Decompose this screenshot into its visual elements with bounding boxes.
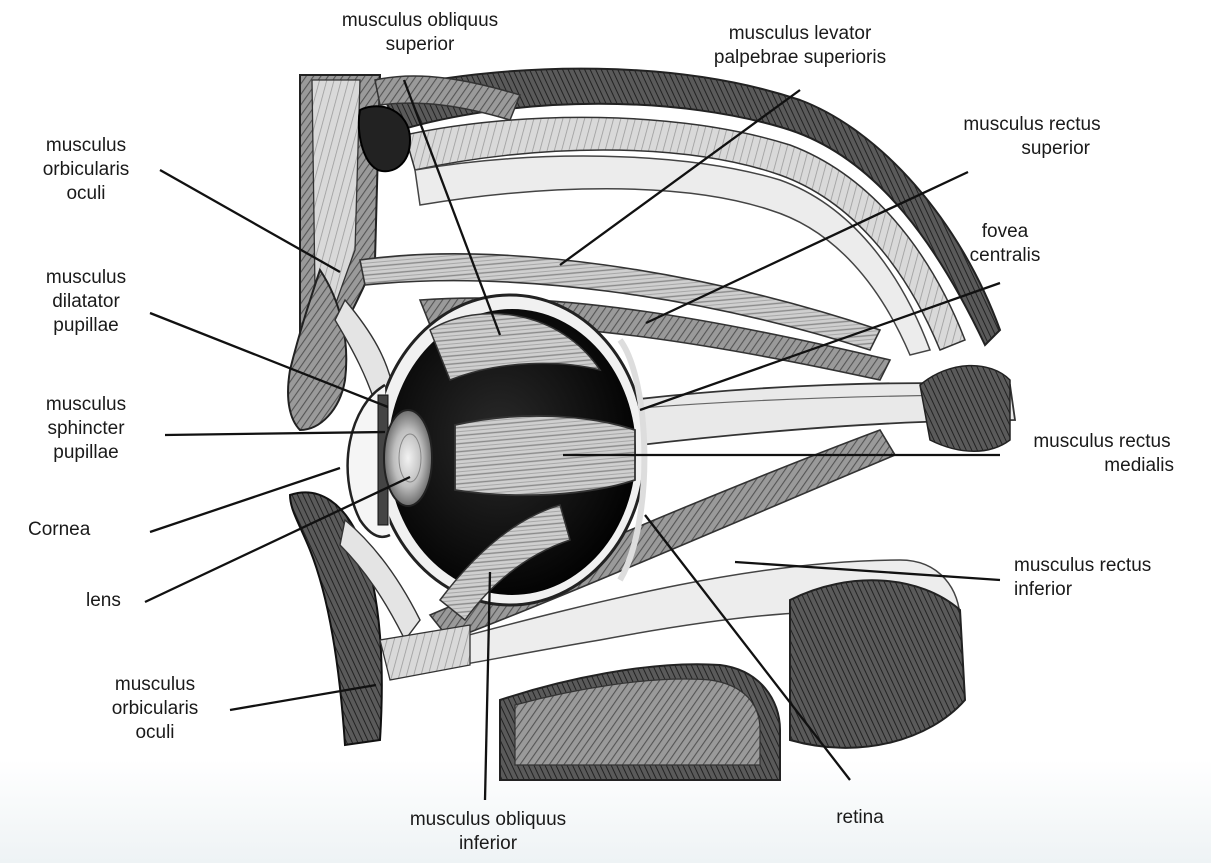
label-rectus-superior: musculus rectus superior bbox=[932, 113, 1132, 161]
optic-nerve bbox=[630, 366, 1015, 452]
label-dilatator-pupillae: musculus dilatator pupillae bbox=[16, 266, 156, 338]
label-obliquus-inferior: musculus obliquus inferior bbox=[370, 808, 606, 856]
label-obliquus-superior: musculus obliquus superior bbox=[302, 9, 538, 57]
label-levator-palpebrae: musculus levator palpebrae superioris bbox=[665, 22, 935, 70]
label-cornea: Cornea bbox=[28, 518, 138, 542]
label-sphincter-pupillae: musculus sphincter pupillae bbox=[16, 393, 156, 465]
label-rectus-medialis: musculus rectus medialis bbox=[1002, 430, 1202, 478]
label-rectus-inferior: musculus rectus inferior bbox=[1014, 554, 1204, 602]
label-retina: retina bbox=[820, 806, 900, 830]
label-lens: lens bbox=[86, 589, 146, 613]
label-orbicularis-upper: musculus orbicularis oculi bbox=[16, 134, 156, 206]
label-fovea-centralis: fovea centralis bbox=[955, 220, 1055, 268]
label-orbicularis-lower: musculus orbicularis oculi bbox=[85, 673, 225, 745]
